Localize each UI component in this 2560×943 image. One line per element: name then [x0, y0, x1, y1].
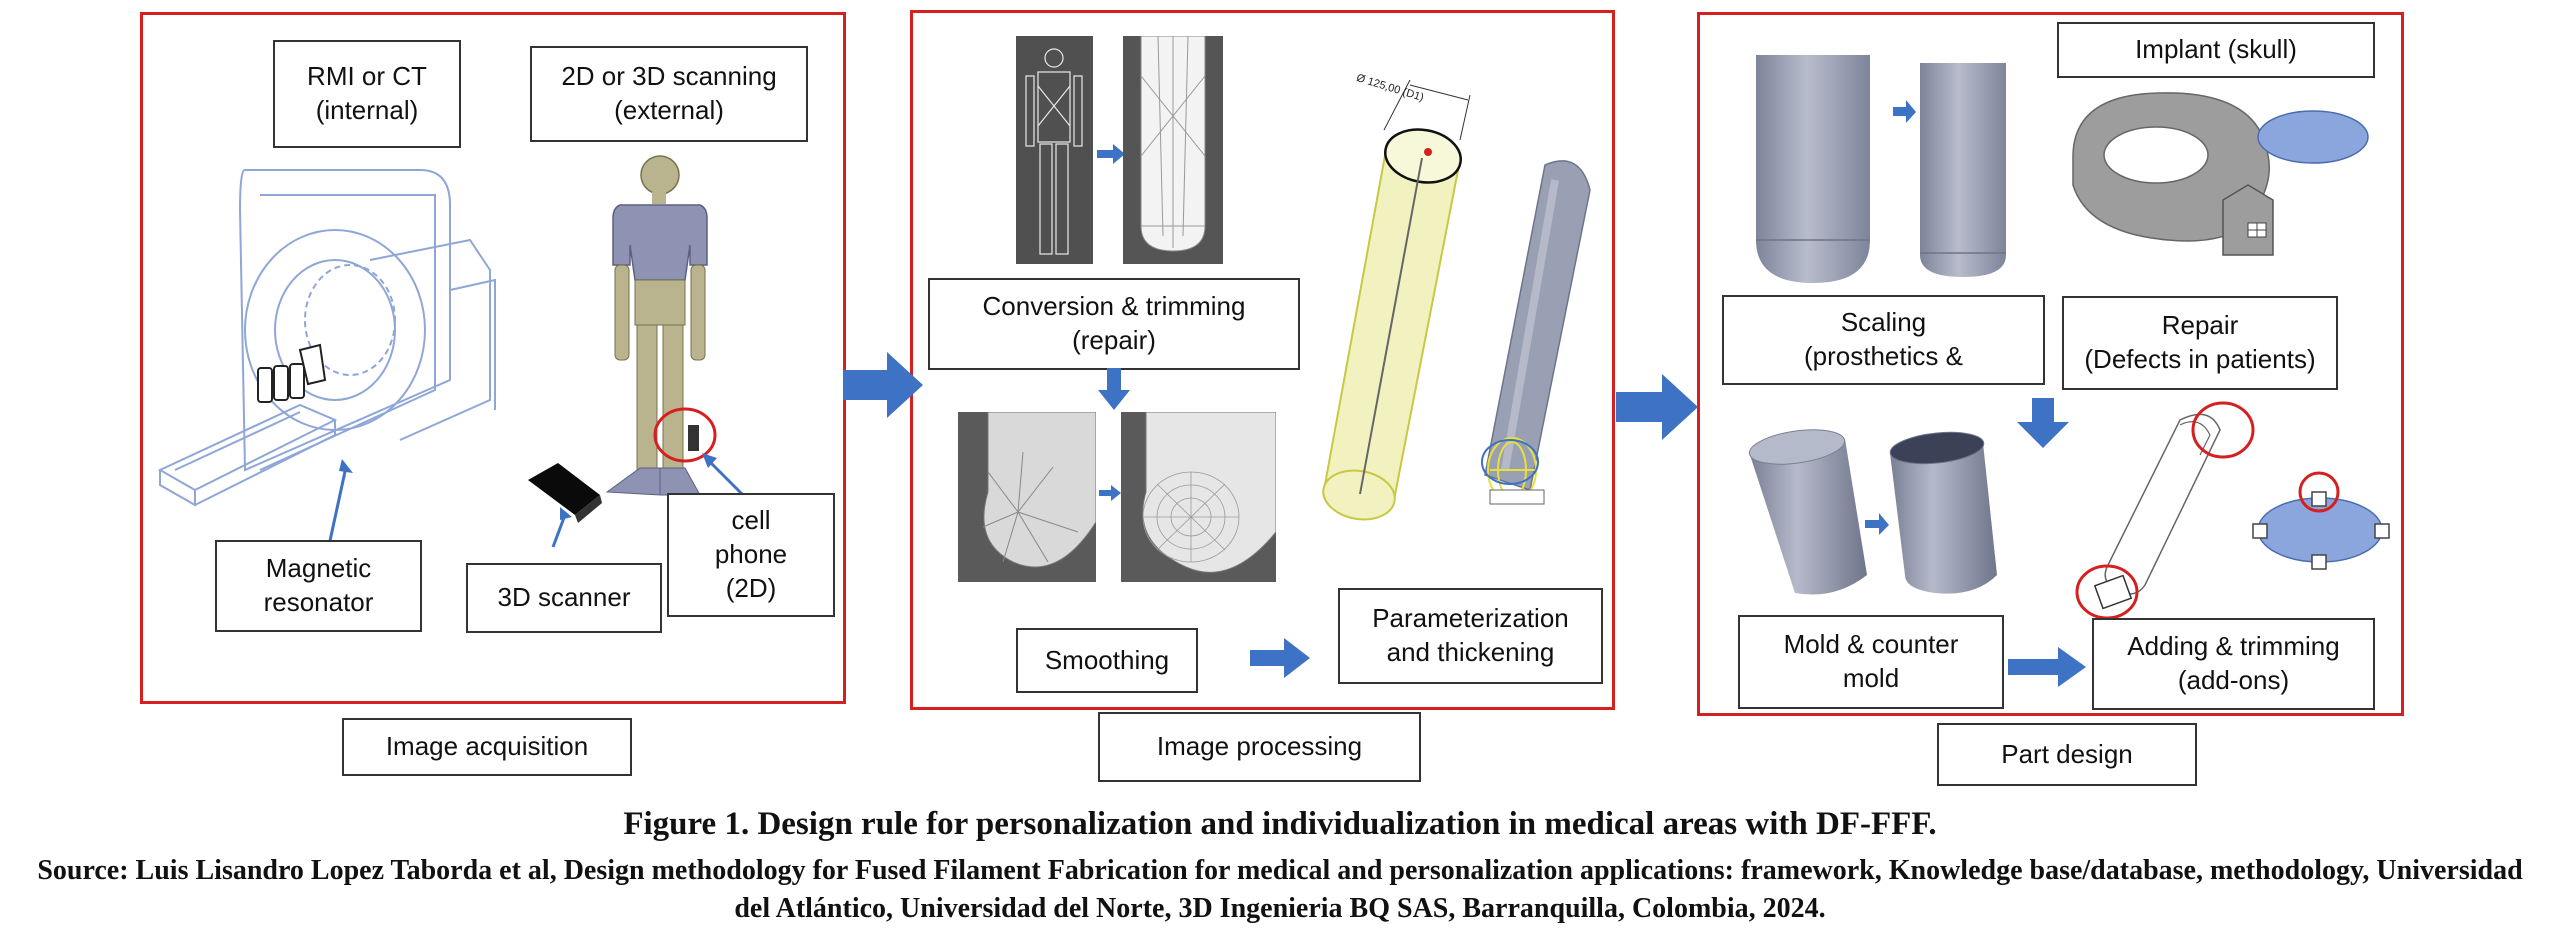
magnetic-resonator-box: Magnetic resonator	[215, 540, 422, 632]
scanning-box: 2D or 3D scanning (external)	[530, 46, 808, 142]
skeleton-wireframe	[1025, 48, 1083, 255]
added-trimmed-part	[2075, 401, 2255, 620]
flow-arrow-2	[1616, 374, 1698, 440]
mannequin-figure	[605, 155, 708, 496]
parameterized-cylinder	[1322, 79, 1471, 521]
limb-mesh-image	[1123, 35, 1223, 264]
coarse-mesh-image	[958, 411, 1097, 582]
figure-caption-title: Figure 1. Design rule for personalizatio…	[623, 806, 1937, 842]
smoothing-box: Smoothing	[1016, 628, 1198, 693]
image-processing-label: Image processing	[1098, 712, 1421, 782]
cellphone-highlight-circle	[653, 407, 747, 499]
arrow-right-design	[2008, 647, 2086, 687]
part-design-label: Part design	[1937, 723, 2197, 786]
arrow-right-small-2	[1099, 485, 1121, 501]
3d-scanner-device	[528, 463, 602, 548]
arrow-down-processing	[1098, 368, 1130, 410]
3d-scanner-box: 3D scanner	[466, 563, 662, 633]
arrow-down-design	[2017, 398, 2069, 448]
panel-part-design	[1697, 12, 2404, 716]
mri-machine-illustration	[157, 169, 496, 507]
scaling-box: Scaling (prosthetics &	[1722, 295, 2045, 385]
scaling-cylinders	[1756, 55, 2006, 283]
mold-cylinders	[1748, 429, 1997, 595]
parameterization-box: Parameterization and thickening	[1338, 588, 1603, 684]
smooth-mesh-image	[1121, 411, 1277, 582]
implant-skull-box: Implant (skull)	[2057, 22, 2375, 78]
image-acquisition-label: Image acquisition	[342, 718, 632, 776]
arrow-right-processing	[1250, 638, 1310, 678]
cell-phone-box: cell phone (2D)	[667, 493, 835, 617]
skull-implant-illustration	[2072, 92, 2369, 256]
figure-caption-source: Source: Luis Lisandro Lopez Taborda et a…	[37, 855, 2523, 924]
thickened-cylinder	[1481, 160, 1591, 505]
arrow-right-small	[1097, 144, 1125, 164]
flow-arrow-1	[843, 352, 923, 418]
panel-image-acquisition	[140, 12, 846, 704]
blue-addon-shape	[2252, 471, 2390, 570]
panel-image-processing	[910, 10, 1615, 710]
adding-trimming-box: Adding & trimming (add-ons)	[2092, 618, 2375, 710]
conversion-trimming-box: Conversion & trimming (repair)	[928, 278, 1300, 370]
repair-box: Repair (Defects in patients)	[2062, 296, 2338, 390]
skeleton-mesh-image	[1016, 36, 1093, 264]
resonator-pointer-arrow	[326, 459, 353, 551]
rmi-ct-box: RMI or CT (internal)	[273, 40, 461, 148]
mold-counter-mold-box: Mold & counter mold	[1738, 615, 2004, 709]
